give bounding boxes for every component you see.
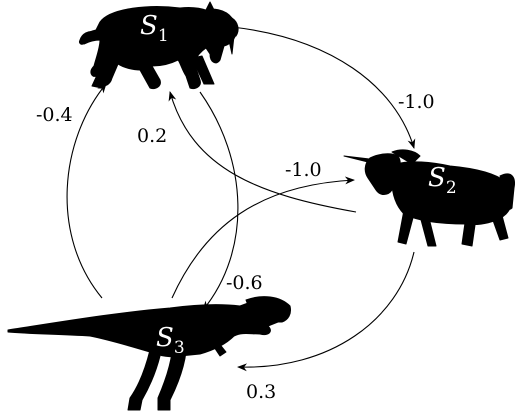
node-label-s3: S3 [156, 323, 185, 358]
edge-s3-to-s1 [66, 83, 107, 299]
node-s1: S1 [79, 1, 239, 89]
saber-toothed-cat-silhouette [79, 1, 239, 89]
edge-s2-to-s1 [168, 91, 357, 213]
node-label-s2: S2 [428, 163, 457, 198]
node-s3: S3 [7, 296, 291, 411]
node-s2: S2 [343, 149, 515, 247]
edge-s3-to-s2 [171, 176, 355, 299]
unicorn-silhouette [343, 149, 515, 247]
weight-s2-s1: 0.2 [137, 125, 167, 147]
tyrannosaurus-silhouette [7, 296, 291, 411]
weight-s3-s1: -0.4 [36, 104, 73, 126]
weight-s1-s2: -1.0 [398, 91, 435, 113]
weight-s1-s3: -0.6 [226, 272, 263, 294]
weight-s2-s3: 0.3 [246, 381, 276, 403]
edge-s1-to-s3 [199, 91, 239, 311]
node-label-s1: S1 [140, 11, 169, 46]
edge-s1-to-s2 [231, 26, 416, 149]
edge-s2-to-s3 [237, 251, 415, 372]
weight-s3-s2: -1.0 [285, 159, 322, 181]
